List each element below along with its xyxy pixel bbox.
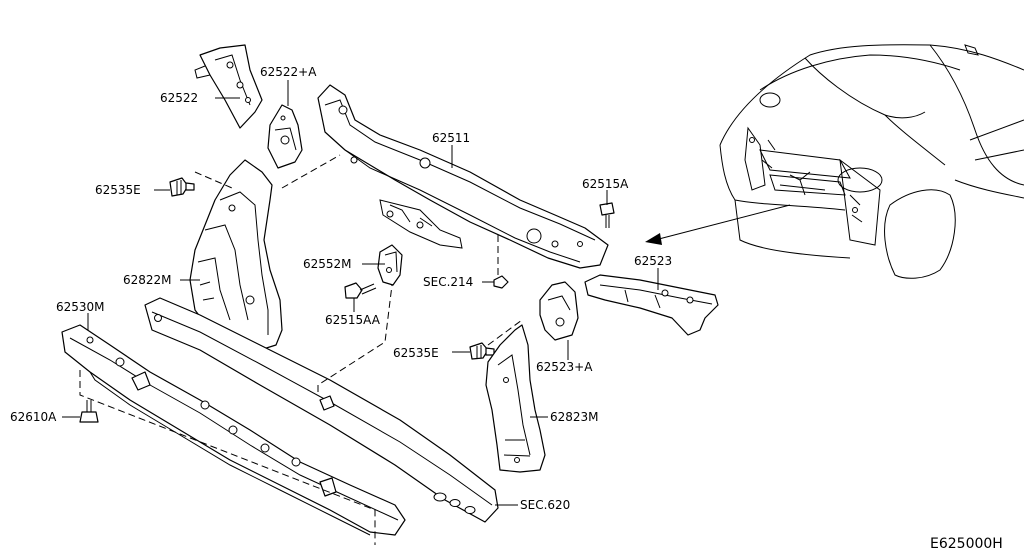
- label-62552m: 62552M: [303, 257, 352, 271]
- part-62823m: [485, 324, 546, 473]
- part-labels: 62522 62522+A 62511 62535E 62515A 62523 …: [10, 65, 1003, 552]
- part-62515a: [599, 202, 615, 228]
- label-62511: 62511: [432, 131, 470, 145]
- leader-lines: [62, 80, 659, 506]
- part-62515aa: [344, 282, 377, 299]
- label-62535e-upper: 62535E: [95, 183, 141, 197]
- part-62530m: [61, 324, 406, 536]
- part-62523: [584, 274, 719, 336]
- label-62535e-lower: 62535E: [393, 346, 439, 360]
- vehicle-front-view: [719, 44, 1024, 279]
- label-62823m: 62823M: [550, 410, 599, 424]
- label-62523-a: 62523+A: [536, 360, 593, 374]
- part-62535e-lower: [469, 342, 495, 360]
- label-62523: 62523: [634, 254, 672, 268]
- part-62522-a: [267, 104, 303, 169]
- label-62522-a: 62522+A: [260, 65, 317, 79]
- label-sec620: SEC.620: [520, 498, 570, 512]
- diagram-code: E625000H: [930, 536, 1003, 552]
- label-62530m: 62530M: [56, 300, 105, 314]
- part-62523-a: [539, 281, 579, 341]
- part-62522: [194, 44, 263, 129]
- part-62511: [317, 84, 609, 269]
- part-sec620-beam: [144, 297, 499, 523]
- assembly-dashed-lines: [79, 154, 523, 545]
- label-62515aa: 62515AA: [325, 313, 381, 327]
- part-62822m: [189, 159, 283, 351]
- part-62552m: [377, 244, 403, 286]
- label-62515a: 62515A: [582, 177, 629, 191]
- vehicle-location-arrow: [645, 204, 791, 245]
- label-62610a: 62610A: [10, 410, 57, 424]
- label-62822m: 62822M: [123, 273, 172, 287]
- part-62610a: [79, 400, 99, 423]
- label-sec214: SEC.214: [423, 275, 473, 289]
- label-62522: 62522: [160, 91, 198, 105]
- part-62535e-upper: [169, 177, 195, 197]
- part-sec214: [493, 275, 509, 289]
